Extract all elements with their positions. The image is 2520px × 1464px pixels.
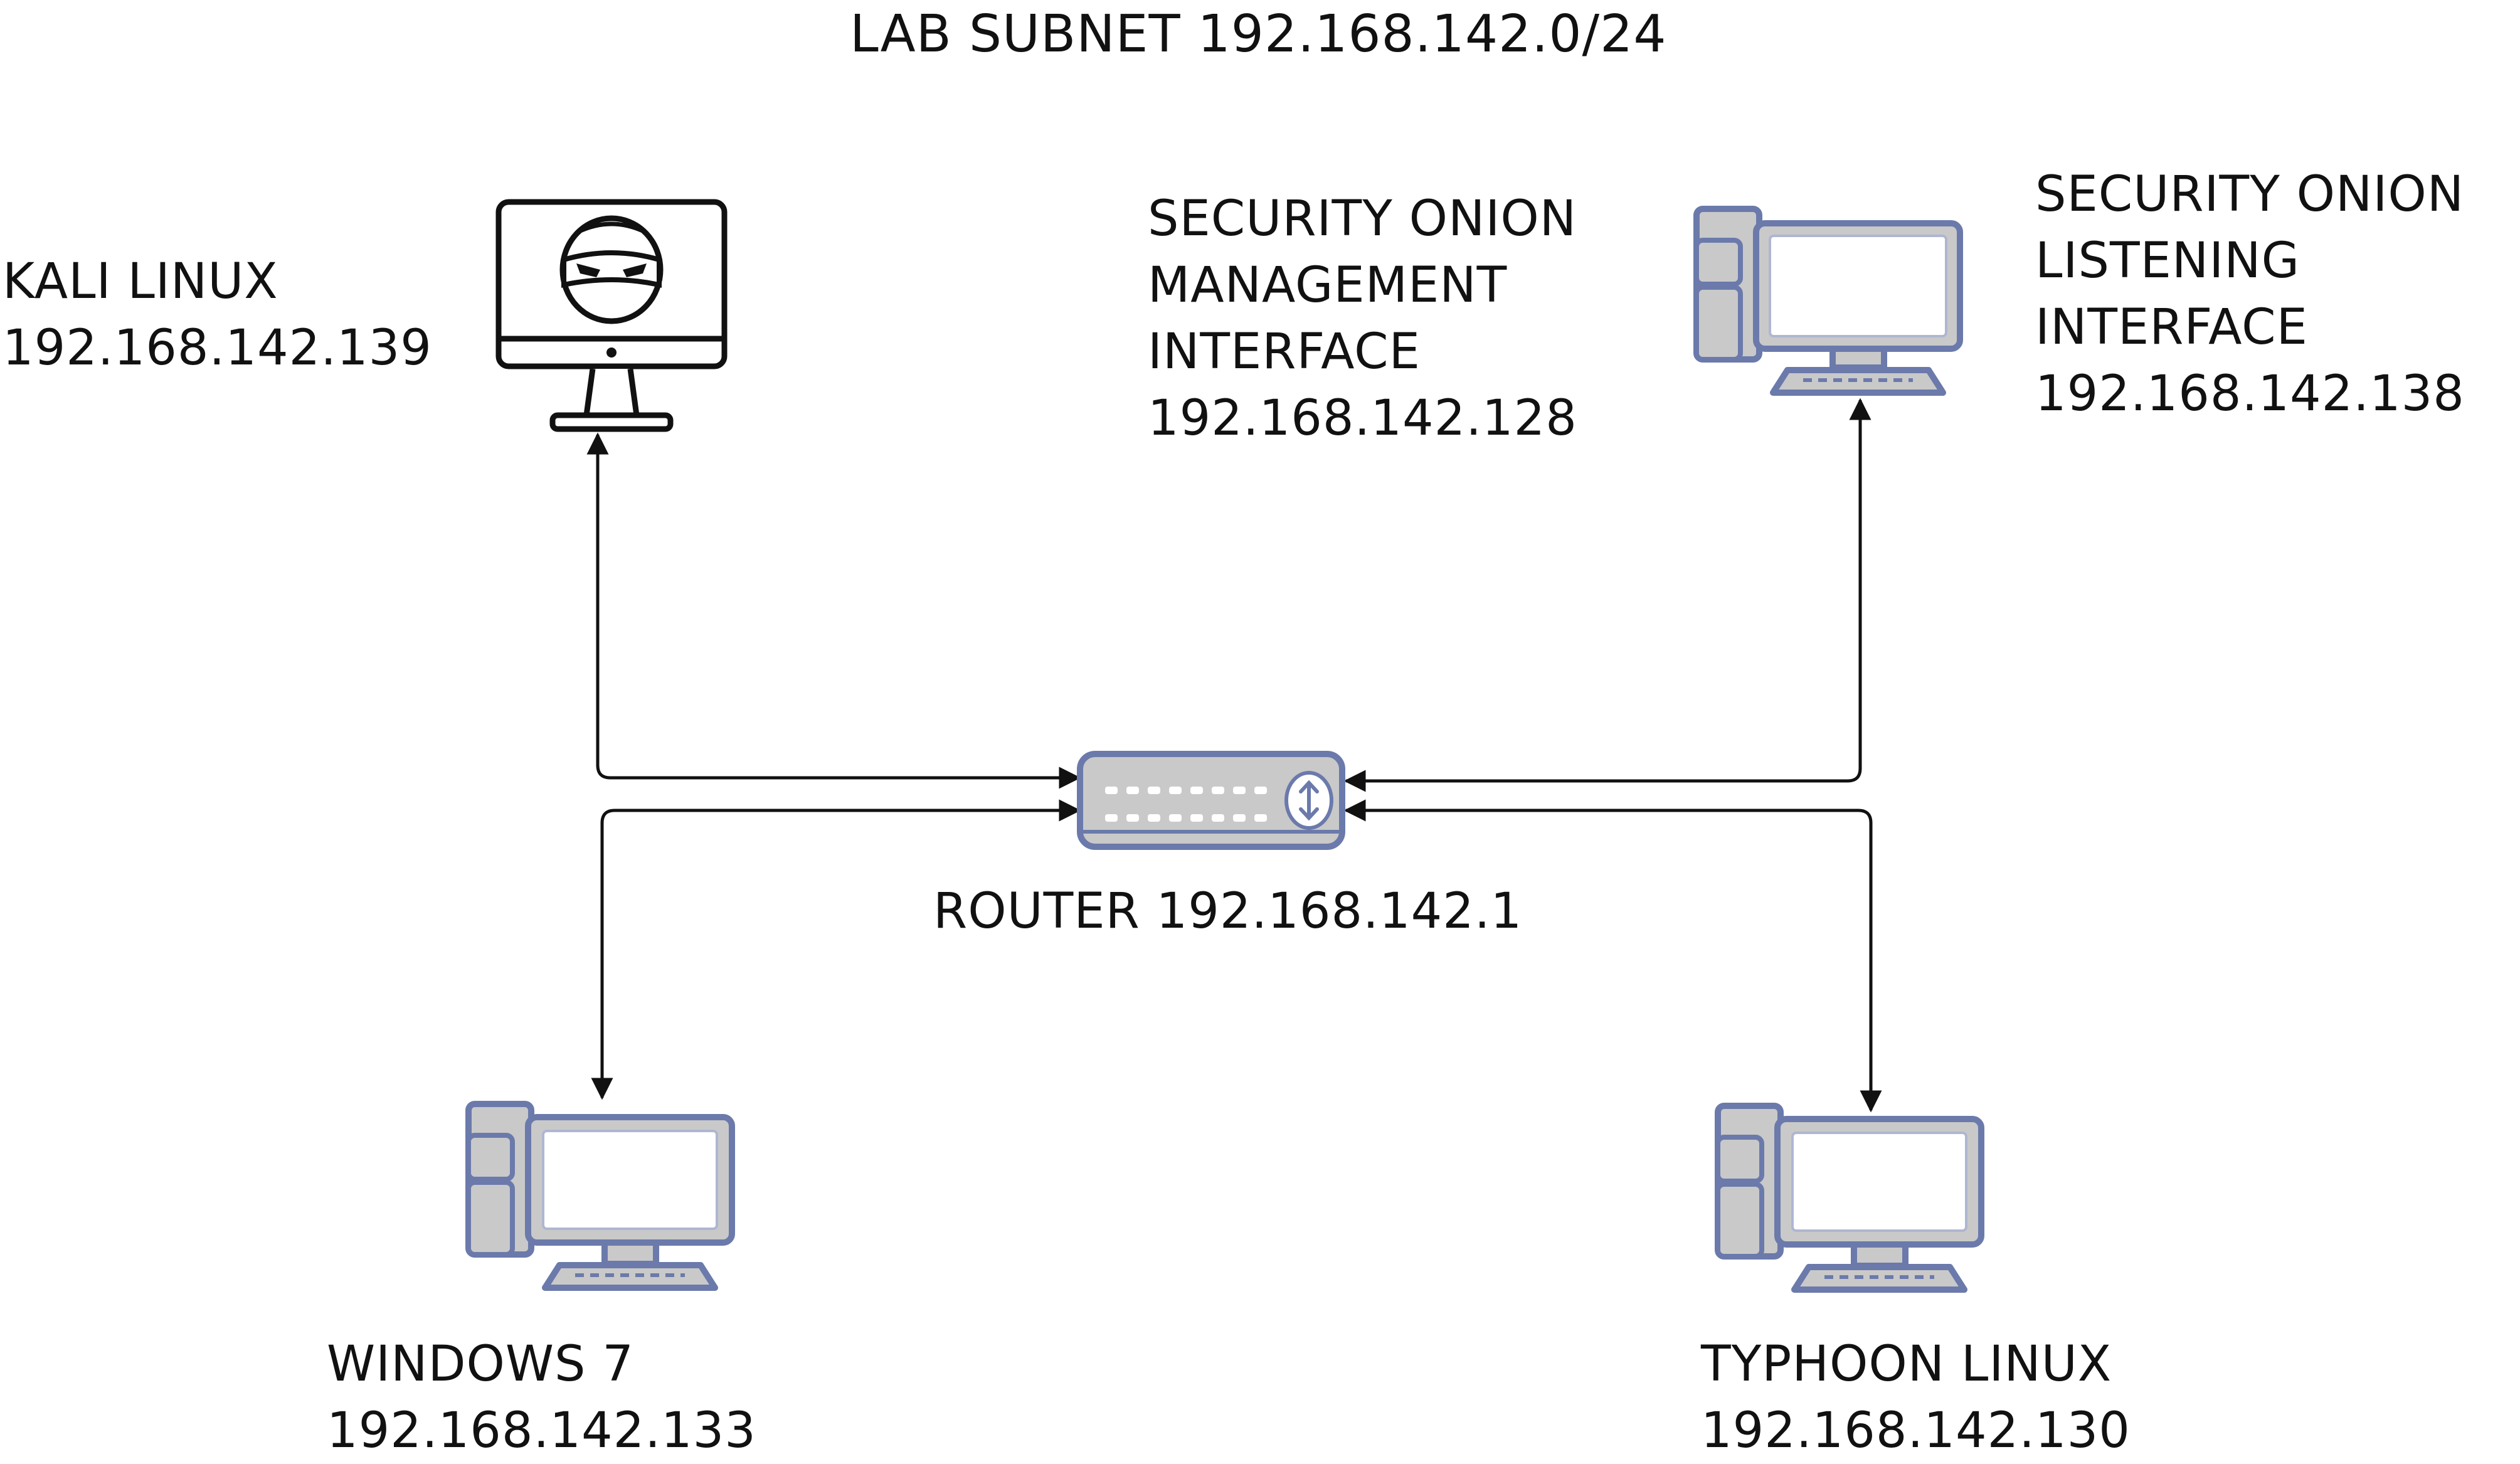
security-onion-listening-label: SECURITY ONION LISTENING INTERFACE 192.1… [2035, 161, 2465, 427]
so-listening-ip: 192.168.142.138 [2035, 366, 2465, 422]
so-management-name-line-3: INTERFACE [1148, 324, 1421, 380]
windows-7-ip: 192.168.142.133 [327, 1403, 756, 1459]
typhoon-linux-label: TYPHOON LINUX 192.168.142.130 [1701, 1331, 2131, 1464]
link-windows7-router [591, 799, 1081, 1100]
so-listening-name-line-2: LISTENING [2035, 233, 2300, 289]
link-kali-router [586, 432, 1081, 789]
security-onion-management-label: SECURITY ONION MANAGEMENT INTERFACE 192.… [1148, 186, 1577, 452]
desktop-computer-icon [465, 1101, 735, 1291]
connections [586, 398, 1882, 1113]
hacker-monitor-icon [495, 199, 728, 432]
so-management-ip: 192.168.142.128 [1148, 390, 1577, 447]
typhoon-linux-name: TYPHOON LINUX [1701, 1336, 2112, 1392]
so-listening-name-line-3: INTERFACE [2035, 299, 2308, 356]
router-label: ROUTER 192.168.142.1 [933, 883, 1523, 940]
kali-linux-ip: 192.168.142.139 [3, 320, 432, 376]
desktop-computer-icon [1693, 206, 1963, 396]
so-management-name-line-2: MANAGEMENT [1148, 257, 1508, 314]
diagram-title: LAB SUBNET 192.168.142.0/24 [850, 4, 1667, 64]
link-typhoon-router [1343, 799, 1882, 1113]
kali-linux-label: KALI LINUX 192.168.142.139 [3, 248, 432, 381]
windows-7-label: WINDOWS 7 192.168.142.133 [327, 1331, 756, 1464]
link-so-listening-router [1343, 398, 1871, 792]
typhoon-linux-ip: 192.168.142.130 [1701, 1403, 2131, 1459]
router-icon [1077, 751, 1345, 850]
kali-linux-name: KALI LINUX [3, 253, 278, 310]
windows-7-name: WINDOWS 7 [327, 1336, 634, 1392]
so-management-name-line-1: SECURITY ONION [1148, 191, 1577, 247]
so-listening-name-line-1: SECURITY ONION [2035, 166, 2465, 223]
desktop-computer-icon [1715, 1103, 1984, 1293]
